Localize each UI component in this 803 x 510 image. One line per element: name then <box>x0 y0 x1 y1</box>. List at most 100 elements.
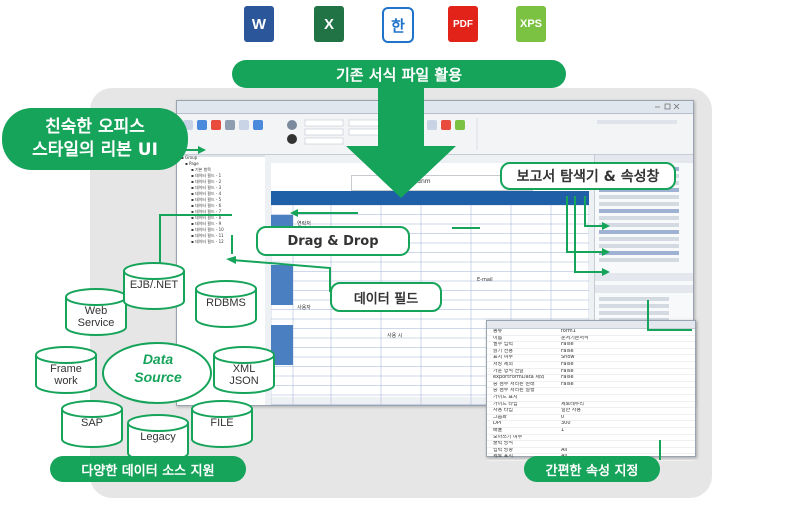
property-row[interactable]: 이름 문서기본서식 <box>487 336 695 343</box>
tree-item[interactable]: ▪ 데이터 필드 - 1 <box>191 173 222 178</box>
tree-item[interactable]: ▪ 데이터 필드 - 3 <box>191 185 222 190</box>
property-key: 종류 <box>493 329 503 334</box>
property-row[interactable]: 중 첨부 처리된 원래 False <box>487 382 695 389</box>
datasource-label: FILE <box>210 417 234 429</box>
banner-property: 간편한 속성 지정 <box>524 456 660 482</box>
tree-item[interactable]: ▪ 데이터 필드 - 5 <box>191 197 222 202</box>
property-key: 배율 <box>493 427 503 433</box>
property-value[interactable]: 세로테두리 <box>561 401 585 407</box>
property-row[interactable]: 표시 여부 Show <box>487 355 695 362</box>
datasource-cylinder <box>61 409 123 448</box>
property-value[interactable]: False <box>561 368 574 374</box>
property-key: 모아쓰기 여부 <box>493 434 523 440</box>
datasource-label: RDBMS <box>206 297 246 309</box>
datasource-label: Legacy <box>140 431 176 443</box>
property-value[interactable]: Show <box>561 355 575 361</box>
word-icon: W <box>244 6 274 42</box>
property-row[interactable]: 사용 타입 일반 사용 <box>487 408 695 415</box>
property-value[interactable]: 1 <box>561 427 565 433</box>
banner-data-source: 다양한 데이터 소스 지원 <box>50 456 246 482</box>
property-value[interactable]: False <box>561 348 574 354</box>
ribbon-button[interactable] <box>225 120 235 130</box>
property-key: 사용 타입 <box>493 408 513 414</box>
ribbon-button[interactable] <box>183 120 193 130</box>
property-row[interactable]: 가이드 표시 <box>487 395 695 402</box>
property-key: 이름 <box>493 335 503 341</box>
pdf-icon: PDF <box>448 6 478 42</box>
ribbon-button[interactable] <box>287 120 297 130</box>
property-value[interactable]: 문서기본서식 <box>561 335 589 341</box>
tree-item[interactable]: ▪ Group <box>181 155 198 160</box>
ribbon-button[interactable] <box>455 120 465 130</box>
property-row[interactable]: 중 첨부 처리된 실행 <box>487 388 695 395</box>
property-key: 그룹화 <box>493 414 507 420</box>
property-row[interactable]: 가이드 타입 세로테두리 <box>487 402 695 409</box>
property-key: 입력 방향 <box>493 447 513 453</box>
datasource-cylinder <box>123 271 185 310</box>
ribbon-button[interactable] <box>239 120 249 130</box>
tree-item[interactable]: ▪ 데이터 필드 - 6 <box>191 203 222 208</box>
property-row[interactable]: 입력 방향 All <box>487 448 695 455</box>
ribbon-button[interactable] <box>287 134 297 144</box>
datasource-label: Web Service <box>77 305 115 329</box>
property-row[interactable]: 그룹화 0 <box>487 415 695 422</box>
tree-item[interactable]: ▪ 데이터 필드 - 4 <box>191 191 222 196</box>
tree-item[interactable]: ▪ 데이터 필드 - 7 <box>191 209 222 214</box>
property-key: 중 첨부 처리된 원래 <box>493 381 535 387</box>
ribbon-button[interactable] <box>211 120 221 130</box>
property-row[interactable]: 가운 형식 전달 False <box>487 369 695 376</box>
property-value[interactable]: All <box>561 447 568 453</box>
property-row[interactable]: 읽기 전용 False <box>487 349 695 356</box>
property-row <box>599 304 669 308</box>
property-key: 출력 방식 <box>493 441 513 447</box>
property-key: 필수 입력 <box>493 342 513 348</box>
form-label: 사용자 <box>297 304 311 311</box>
explorer-row <box>599 188 679 192</box>
property-key: 저장 제외 <box>493 361 513 367</box>
callout-drag-drop: Drag & Drop <box>256 226 410 256</box>
property-key: 읽기 전용 <box>493 348 513 354</box>
banner-existing-forms: 기존 서식 파일 활용 <box>232 60 566 88</box>
banner-explorer: 보고서 탐색기 & 속성창 <box>500 162 676 190</box>
property-value[interactable]: False <box>561 375 574 381</box>
property-row[interactable]: 모아쓰기 여부 <box>487 435 695 442</box>
property-value[interactable]: False <box>561 342 574 348</box>
datasource-cylinder <box>65 297 127 336</box>
property-row[interactable]: 출력 방식 <box>487 441 695 448</box>
ribbon-button[interactable] <box>253 120 263 130</box>
property-row <box>599 311 669 315</box>
ribbon-button[interactable] <box>197 120 207 130</box>
datasource-label: Frame work <box>50 363 82 387</box>
property-row[interactable]: 필수 입력 False <box>487 342 695 349</box>
property-key: DPI <box>493 421 502 427</box>
property-value[interactable]: 300 <box>561 421 571 427</box>
property-value[interactable]: False <box>561 381 574 387</box>
property-row[interactable]: 저장 제외 False <box>487 362 695 369</box>
explorer-row <box>599 209 679 213</box>
property-value[interactable]: 0 <box>561 414 565 420</box>
property-value[interactable]: form1 <box>561 329 576 334</box>
property-key: 가이드 타입 <box>493 401 518 407</box>
property-row[interactable]: 배율 1 <box>487 428 695 435</box>
property-row[interactable]: 종류 form1 <box>487 329 695 336</box>
property-value[interactable]: False <box>561 361 574 367</box>
property-key: 가이드 표시 <box>493 394 518 400</box>
property-key: 가운 형식 전달 <box>493 368 524 374</box>
property-key: 표시 여부 <box>493 355 513 361</box>
tree-item[interactable]: ▪ 기본 항목 <box>191 167 211 172</box>
property-key: 중 첨부 처리된 실행 <box>493 388 535 394</box>
tree-item[interactable]: ▪ 데이터 필드 - 2 <box>191 179 222 184</box>
xps-icon: XPS <box>516 6 546 42</box>
explorer-row <box>599 237 679 241</box>
datasource-label: SAP <box>80 417 103 429</box>
property-value[interactable]: 일반 사용 <box>561 408 581 414</box>
explorer-row <box>599 258 679 262</box>
datasource-cylinder <box>191 409 253 448</box>
window-controls-icon <box>655 103 680 110</box>
datasource-label: EJB/.NET <box>129 279 179 291</box>
explorer-row <box>599 202 679 206</box>
tree-item[interactable]: ▪ Page <box>185 161 199 166</box>
property-row[interactable]: DPI 300 <box>487 421 695 428</box>
